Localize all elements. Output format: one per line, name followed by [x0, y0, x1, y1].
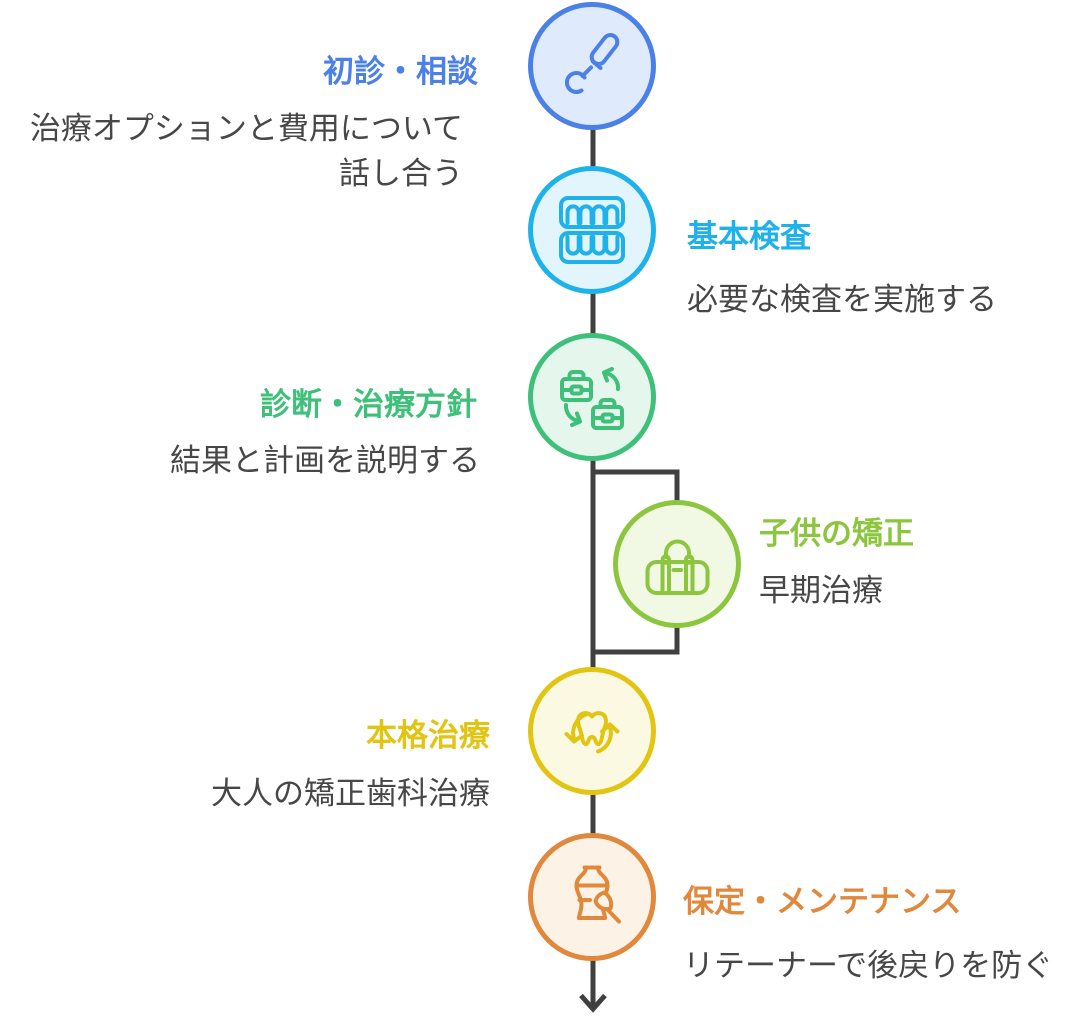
- step-6-circle: [528, 833, 656, 961]
- step-5-description: 大人の矯正歯科治療: [211, 776, 490, 811]
- travel-bag-icon: [645, 539, 710, 595]
- step-2-description: 必要な検査を実施する: [687, 282, 997, 317]
- dental-probe-icon: [564, 33, 620, 94]
- step-2-label: 基本検査: [687, 219, 811, 254]
- step-3-label: 診断・治療方針: [260, 387, 477, 422]
- vase-brush-icon: [574, 865, 621, 924]
- step-3-circle: [528, 333, 656, 461]
- step-5-label: 本格治療: [366, 718, 490, 753]
- step-4-circle: [613, 500, 741, 628]
- step-2-circle: [528, 166, 656, 294]
- briefcase-exchange-icon: [560, 367, 624, 430]
- step-6-description: リテーナーで後戻りを防ぐ: [683, 948, 1054, 983]
- arrow-down-icon: [579, 993, 607, 1013]
- step-4-description: 早期治療: [759, 573, 883, 608]
- step-1-label: 初診・相談: [323, 54, 478, 89]
- step-5-circle: [528, 667, 656, 795]
- step-3-description: 結果と計画を説明する: [170, 443, 480, 478]
- step-4-label: 子供の矯正: [759, 516, 914, 551]
- tooth-cycle-icon: [564, 711, 620, 754]
- step-1-description: 治療オプションと費用について話し合う: [29, 111, 463, 191]
- step-6-label: 保定・メンテナンス: [683, 884, 962, 919]
- step-1-circle: [528, 2, 656, 130]
- teeth-icon: [559, 196, 625, 264]
